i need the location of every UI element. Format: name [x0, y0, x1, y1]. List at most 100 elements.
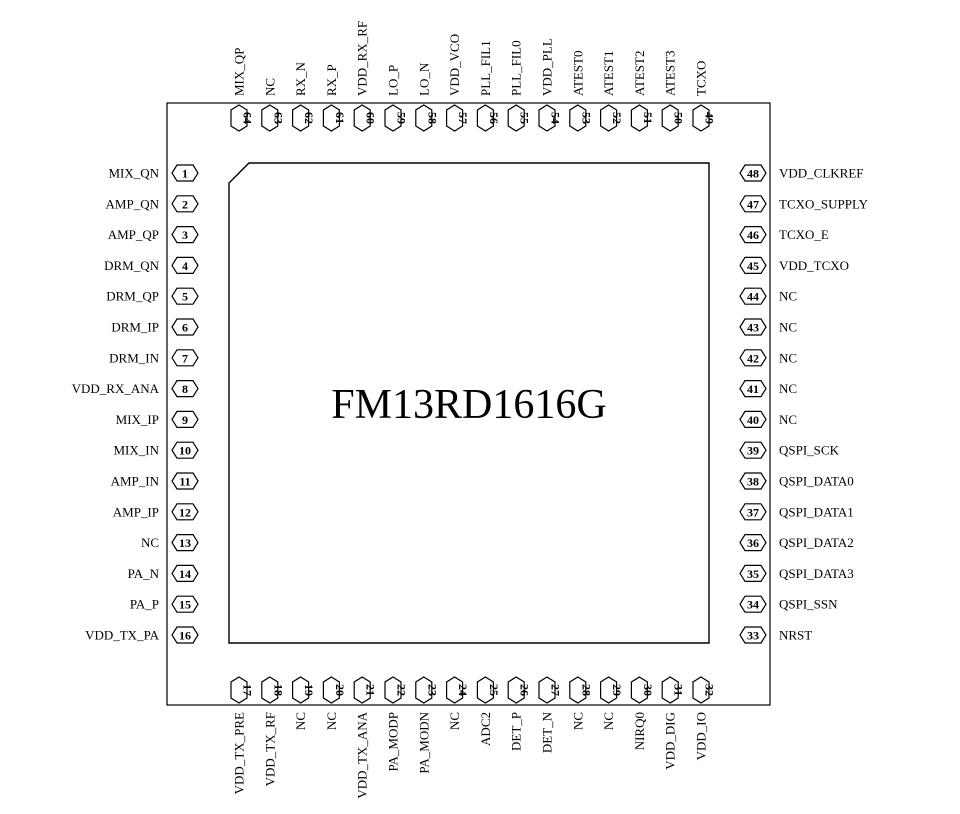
- pin-badge: [292, 104, 310, 132]
- pin-name: MIX_IP: [116, 412, 159, 427]
- pin-number: 34: [747, 598, 759, 612]
- pin-number: 22: [395, 684, 409, 696]
- pin-name: VDD_VCO: [447, 34, 462, 96]
- pin-name: NC: [779, 350, 797, 365]
- pin-40: 40 NC: [739, 410, 797, 428]
- pin-name: VDD_PLL: [540, 38, 555, 96]
- pin-number: 11: [179, 475, 190, 489]
- pin-number: 7: [182, 351, 188, 365]
- die-outline: [228, 162, 710, 644]
- pin-name: DRM_QN: [104, 258, 160, 273]
- pin-badge: [600, 104, 618, 132]
- pin-number: 51: [641, 112, 655, 124]
- pin-badge: [692, 104, 710, 132]
- pin-badge: [739, 164, 767, 182]
- pin-name: NC: [779, 412, 797, 427]
- pin-number: 14: [179, 567, 191, 581]
- pin-number: 33: [747, 629, 759, 643]
- pin-badge: [739, 256, 767, 274]
- pin-name: VDD_CLKREF: [779, 166, 864, 181]
- pin-name: VDD_RX_ANA: [72, 381, 160, 396]
- pin-number: 40: [747, 413, 759, 427]
- pin-number: 54: [549, 112, 563, 124]
- pin-group: 1MIX_QN2AMP_QN3AMP_QP4DRM_QN5DRM_QP6DRM_…: [72, 21, 869, 799]
- pin-badge: [171, 256, 199, 274]
- pin-number: 21: [364, 684, 378, 696]
- pin-badge: [171, 349, 199, 367]
- pin-name: AMP_IN: [111, 474, 160, 489]
- pin-badge: [630, 104, 648, 132]
- pin-badge: [661, 676, 679, 704]
- pin-number: 24: [456, 684, 470, 696]
- pin-badge: [739, 349, 767, 367]
- pin-badge: [739, 287, 767, 305]
- pin-number: 23: [425, 684, 439, 696]
- pin-name: NC: [779, 289, 797, 304]
- pin-name: VDD_RX_RF: [355, 21, 370, 96]
- pin-name: NC: [779, 381, 797, 396]
- pin-name: QSPI_DATA2: [779, 535, 854, 550]
- pin-name: LO_P: [386, 65, 401, 96]
- pin-name: NC: [141, 535, 159, 550]
- pin-name: NRST: [779, 628, 812, 643]
- pin-badge: [171, 626, 199, 644]
- pin-name: DET_P: [509, 712, 524, 751]
- pin-badge: [739, 534, 767, 552]
- pin-name: RX_P: [324, 64, 339, 96]
- pin-badge: [739, 626, 767, 644]
- pin-badge: [261, 676, 279, 704]
- pin-name: VDD_TX_RF: [262, 712, 277, 786]
- pin-1: 1 MIX_QN: [108, 164, 199, 182]
- pin-badge: [171, 472, 199, 490]
- pin-badge: [739, 441, 767, 459]
- pin-number: 12: [179, 505, 191, 519]
- pin-number: 62: [302, 112, 316, 124]
- pin-number: 18: [271, 684, 285, 696]
- pin-number: 27: [549, 684, 563, 696]
- pin-name: AMP_IP: [113, 504, 159, 519]
- pin-badge: [538, 676, 556, 704]
- pin-name: ATEST1: [601, 51, 616, 97]
- pin-number: 44: [747, 290, 759, 304]
- pin-number: 1: [182, 167, 188, 181]
- pin-name: MIX_QN: [108, 166, 159, 181]
- pin-number: 17: [241, 684, 255, 696]
- pin-name: NC: [601, 712, 616, 730]
- pin-name: VDD_IO: [694, 712, 709, 760]
- pin-badge: [569, 104, 587, 132]
- pin-name: PA_P: [130, 597, 159, 612]
- pin-number: 47: [747, 197, 759, 211]
- pin-badge: [446, 104, 464, 132]
- pin-badge: [569, 676, 587, 704]
- pin-badge: [261, 104, 279, 132]
- pin-badge: [171, 380, 199, 398]
- pin-badge: [171, 318, 199, 336]
- pin-number: 48: [747, 167, 759, 181]
- pin-name: QSPI_DATA3: [779, 566, 854, 581]
- pin-badge: [739, 595, 767, 613]
- pin-number: 30: [641, 684, 655, 696]
- pin-badge: [171, 410, 199, 428]
- pin-badge: [230, 104, 248, 132]
